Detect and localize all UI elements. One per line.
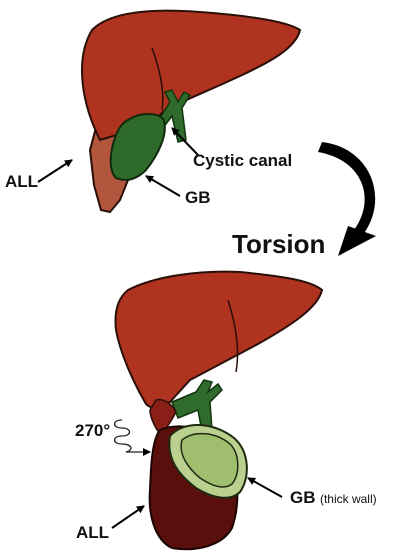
top-gb-label: GB: [185, 188, 211, 207]
bottom-liver-lobe-line: [227, 299, 239, 373]
top-gallbladder: [109, 113, 166, 181]
bottom-gallbladder-lumen: [180, 432, 239, 488]
bottom-all-label: ALL: [76, 523, 110, 542]
spiral-rotation-icon: [113, 419, 151, 456]
bottom-gb-label: GB (thick wall): [290, 488, 377, 508]
bottom-gb-arrow: [247, 477, 283, 498]
bottom-gb-note: (thick wall): [319, 492, 377, 506]
top-liver: [80, 9, 302, 142]
bottom-liver: [114, 270, 324, 409]
bottom-cystic-duct: [171, 379, 223, 433]
cystic-canal-arrow: [171, 127, 199, 156]
top-cystic-duct: [159, 89, 192, 143]
bottom-liver-group: [114, 270, 324, 551]
curved-torsion-arrow-icon: [318, 142, 376, 256]
rotation-label: 270°: [75, 421, 111, 440]
top-liver-group: [80, 9, 302, 214]
top-liver-lobe-line: [151, 47, 164, 111]
twisted-pedicle: [149, 398, 177, 438]
top-all-label: ALL: [5, 172, 39, 191]
top-all-arrow: [37, 159, 73, 183]
cystic-canal-label: Cystic canal: [193, 151, 293, 170]
torsion-label: Torsion: [232, 229, 326, 259]
top-gb-arrow: [145, 175, 181, 197]
bottom-gb-text: GB: [290, 488, 316, 507]
bottom-all-arrow: [111, 505, 145, 529]
